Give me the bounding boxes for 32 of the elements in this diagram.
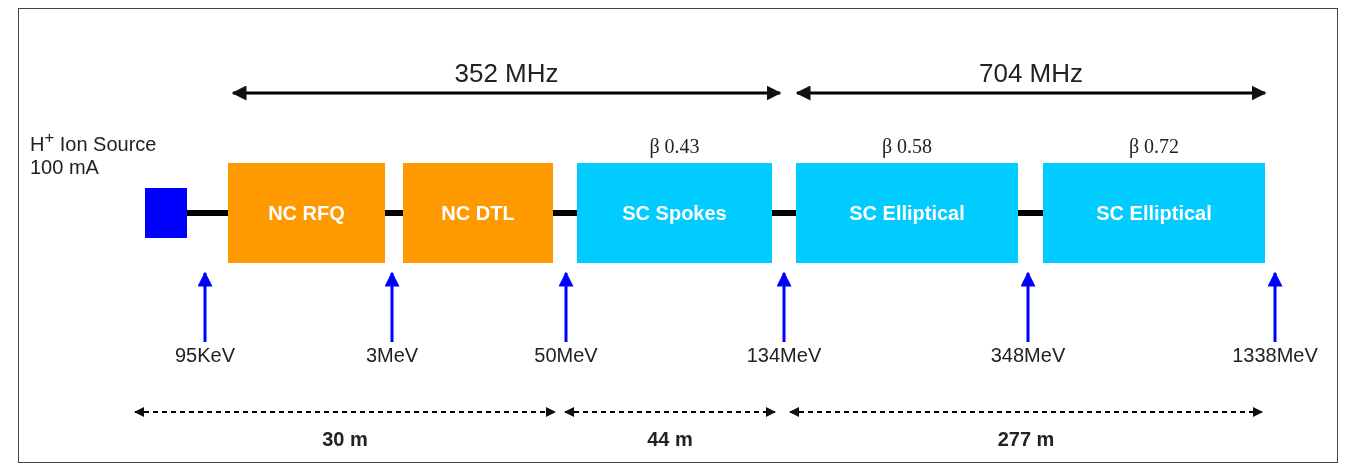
arrow: [1020, 271, 1036, 342]
accelerator-section-box: SC Spokes: [577, 163, 772, 263]
source-caption: H$^{+}$ Ion Source 100 mA: [30, 128, 158, 179]
beta-label: β 0.58: [880, 135, 934, 158]
energy-label: 50MeV: [516, 344, 616, 367]
beta-label: β 0.72: [1127, 135, 1181, 158]
length-label: 30 m: [321, 428, 369, 451]
beam-pipe: [772, 210, 796, 216]
source-block: [145, 188, 187, 238]
arrow: [558, 271, 574, 342]
beam-pipe: [187, 210, 228, 216]
arrow: [776, 271, 792, 342]
beta-label: β 0.43: [648, 135, 701, 158]
accelerator-section-box: NC DTL: [403, 163, 553, 263]
energy-label: 1338MeV: [1225, 344, 1325, 367]
accelerator-section-box: NC RFQ: [228, 163, 385, 263]
arrow: [197, 271, 213, 342]
energy-label: 134MeV: [734, 344, 834, 367]
length-label: 44 m: [646, 428, 694, 451]
beam-pipe: [385, 210, 403, 216]
arrow: [384, 271, 400, 342]
frequency-label: 352 MHz: [453, 58, 560, 89]
beam-pipe: [1018, 210, 1043, 216]
accelerator-section-box: SC Elliptical: [796, 163, 1018, 263]
beam-pipe: [553, 210, 577, 216]
energy-label: 3MeV: [342, 344, 442, 367]
energy-label: 348MeV: [978, 344, 1078, 367]
arrow: [1267, 271, 1283, 342]
accelerator-section-box: SC Elliptical: [1043, 163, 1265, 263]
energy-label: 95KeV: [155, 344, 255, 367]
frequency-label: 704 MHz: [977, 58, 1084, 89]
length-label: 277 m: [996, 428, 1056, 451]
